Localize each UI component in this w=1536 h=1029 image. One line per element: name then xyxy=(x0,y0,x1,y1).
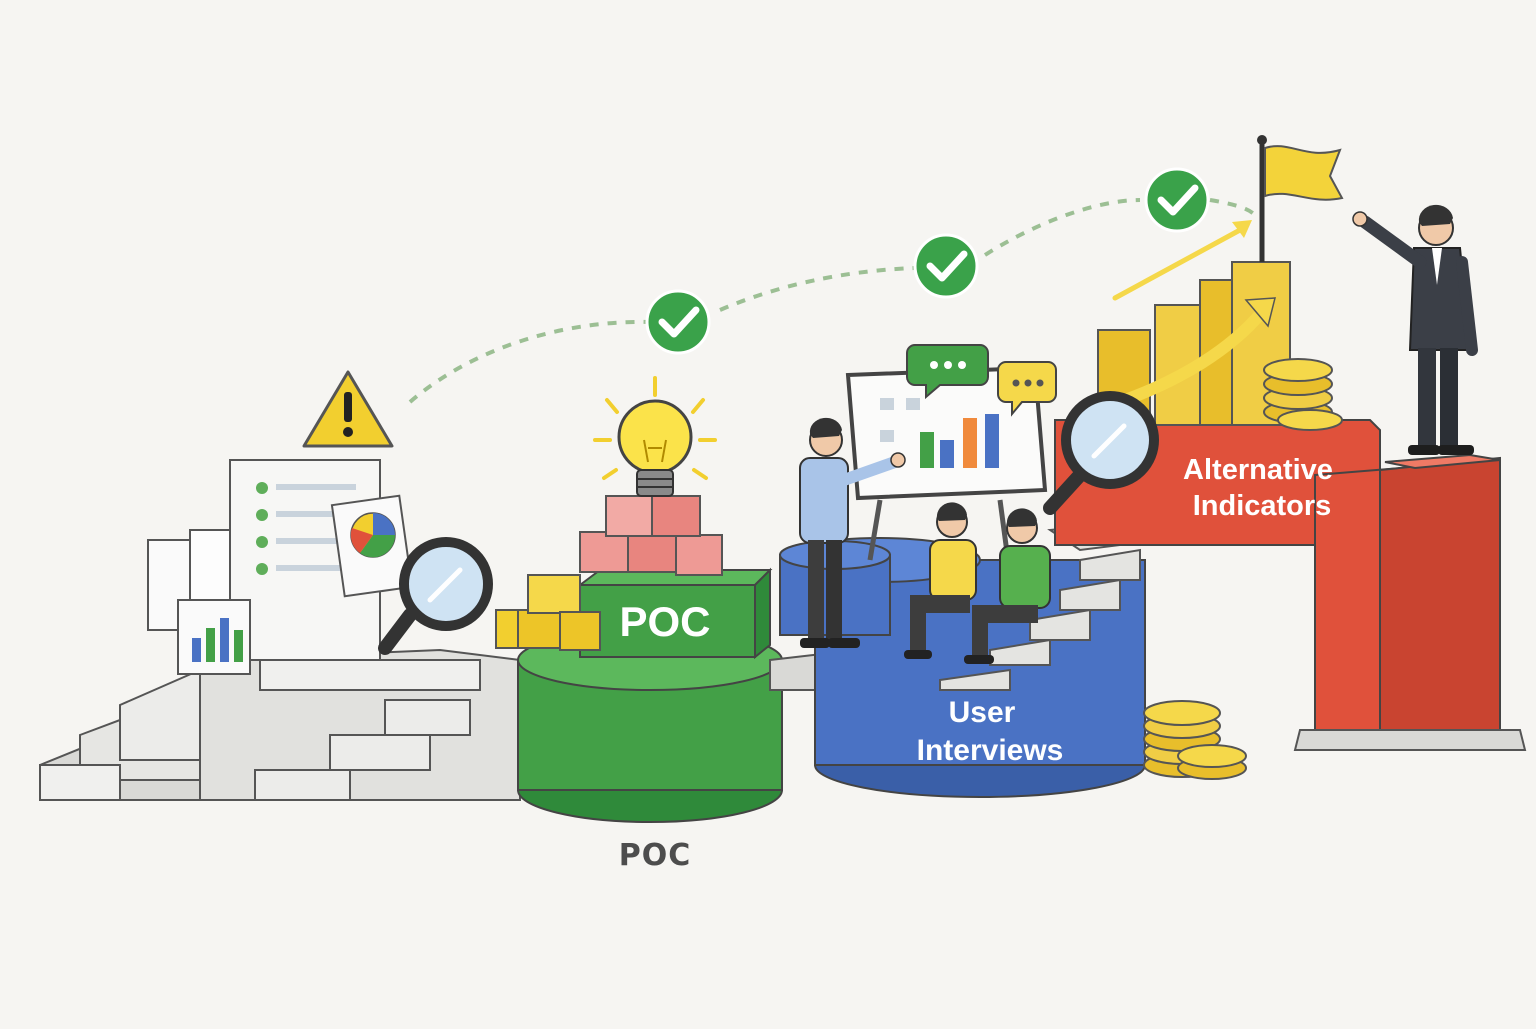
businessman-person xyxy=(1352,204,1478,455)
user-interviews-label-line1: User xyxy=(949,696,1016,729)
alternative-indicators-label-line2: Indicators xyxy=(1193,490,1332,522)
magnifier-icon xyxy=(378,537,493,655)
alternative-indicators-stage: Alternative Indicators xyxy=(1054,419,1527,751)
yellow-blocks xyxy=(495,574,601,651)
user-interviews-label-line2: Interviews xyxy=(917,734,1064,767)
check-icon xyxy=(913,233,979,299)
check-icon xyxy=(645,289,711,355)
flag-icon xyxy=(1257,135,1344,262)
bar-chart-icon xyxy=(177,599,251,675)
coin-stack-icon xyxy=(1263,358,1343,431)
pink-blocks xyxy=(579,495,723,576)
warning-icon xyxy=(302,370,394,448)
poc-caption: POC xyxy=(618,838,692,873)
magnifier-icon xyxy=(1043,391,1159,515)
seated-person-yellow xyxy=(904,502,977,659)
check-icon xyxy=(1144,167,1210,233)
pie-chart-icon xyxy=(330,494,414,598)
seated-person-green xyxy=(964,508,1051,664)
chat-bubble-icon xyxy=(997,361,1057,417)
chat-bubble-icon xyxy=(906,344,989,400)
lightbulb-icon xyxy=(593,376,717,497)
poc-label: POC xyxy=(619,598,710,645)
coin-stack-icon xyxy=(1143,700,1247,780)
trend-arrow-icon xyxy=(1112,220,1276,406)
research-stairs xyxy=(39,648,521,801)
documents xyxy=(147,459,414,675)
alternative-indicators-label-line1: Alternative xyxy=(1183,454,1333,486)
user-interviews-stage: User Interviews xyxy=(779,537,1146,798)
presenter-person xyxy=(799,417,906,648)
poc-stage: POC xyxy=(517,567,783,823)
